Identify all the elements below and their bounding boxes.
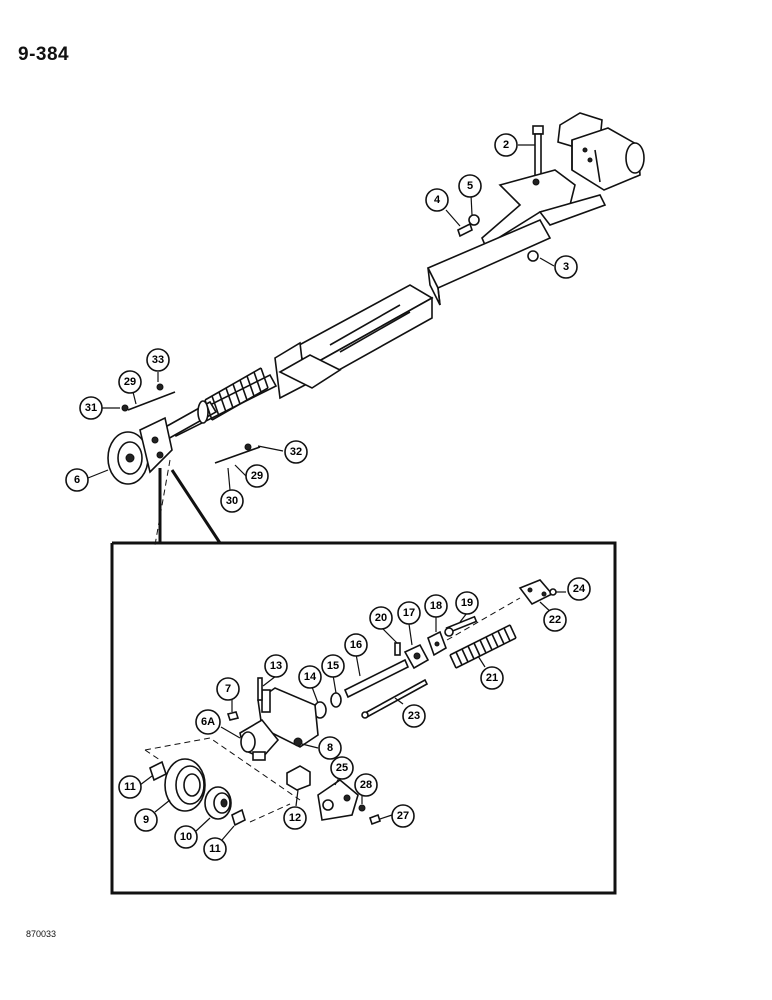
callout-2: 2 <box>494 133 518 157</box>
svg-text:7: 7 <box>225 683 231 695</box>
svg-text:23: 23 <box>408 710 420 722</box>
callout-27: 27 <box>391 804 415 828</box>
yoke-6a <box>239 687 319 761</box>
plate-25 <box>317 778 359 821</box>
callout-11a: 11 <box>118 775 142 799</box>
svg-text:14: 14 <box>304 671 317 683</box>
pulley-yoke-end <box>107 416 173 485</box>
svg-text:3: 3 <box>563 261 569 273</box>
svg-text:29: 29 <box>251 470 263 482</box>
callout-10: 10 <box>174 825 198 849</box>
callout-28: 28 <box>354 773 378 797</box>
svg-text:33: 33 <box>152 354 164 366</box>
callout-8: 8 <box>318 736 342 760</box>
callout-22: 22 <box>543 608 567 632</box>
callout-29a: 29 <box>118 370 142 394</box>
svg-text:19: 19 <box>461 597 473 609</box>
svg-text:15: 15 <box>327 660 339 672</box>
square-tube <box>426 218 552 306</box>
callout-13: 13 <box>264 654 288 678</box>
svg-text:32: 32 <box>290 446 302 458</box>
svg-text:31: 31 <box>85 402 97 414</box>
svg-text:5: 5 <box>467 180 473 192</box>
channel-frame <box>274 284 434 400</box>
svg-text:21: 21 <box>486 672 498 684</box>
svg-text:8: 8 <box>327 742 333 754</box>
svg-text:13: 13 <box>270 660 282 672</box>
detail-inset <box>110 468 617 895</box>
callout-19: 19 <box>455 591 479 615</box>
svg-text:28: 28 <box>360 779 372 791</box>
spring-rod-assembly <box>121 367 278 464</box>
svg-text:30: 30 <box>226 495 238 507</box>
svg-text:9: 9 <box>143 814 149 826</box>
svg-text:11: 11 <box>209 843 221 855</box>
inset-leaders <box>139 591 566 841</box>
upper-assembly <box>87 112 645 546</box>
svg-text:11: 11 <box>124 781 136 793</box>
page-number: 9-384 <box>18 44 70 65</box>
svg-text:29: 29 <box>124 376 136 388</box>
svg-text:6: 6 <box>74 474 80 486</box>
upper-leaders <box>87 144 555 546</box>
callout-3: 3 <box>554 255 578 279</box>
callout-30: 30 <box>220 489 244 513</box>
callout-9: 9 <box>134 808 158 832</box>
callout-24: 24 <box>567 577 591 601</box>
spring <box>204 367 269 421</box>
callout-21: 21 <box>480 666 504 690</box>
callout-6: 6 <box>65 468 89 492</box>
figure-code: 870033 <box>26 929 57 939</box>
callout-25: 25 <box>330 756 354 780</box>
svg-text:27: 27 <box>397 810 409 822</box>
svg-text:12: 12 <box>289 812 301 824</box>
callout-31: 31 <box>79 396 103 420</box>
swivel-fitting <box>557 112 645 191</box>
callout-32: 32 <box>284 440 308 464</box>
mounting-bracket <box>481 169 607 247</box>
callout-6a: 6A <box>195 709 221 735</box>
hardware-upper <box>457 214 539 262</box>
svg-text:6A: 6A <box>201 716 215 728</box>
callout-7: 7 <box>216 677 240 701</box>
callout-4: 4 <box>425 188 449 212</box>
callout-23: 23 <box>402 704 426 728</box>
callout-18: 18 <box>424 594 448 618</box>
spring-21 <box>449 624 517 669</box>
svg-text:17: 17 <box>403 607 415 619</box>
cap-plate <box>518 579 557 606</box>
svg-text:24: 24 <box>573 583 586 595</box>
callout-20: 20 <box>369 606 393 630</box>
svg-text:10: 10 <box>180 831 192 843</box>
svg-text:2: 2 <box>503 139 509 151</box>
svg-text:18: 18 <box>430 600 442 612</box>
svg-text:16: 16 <box>350 639 362 651</box>
callout-16: 16 <box>344 633 368 657</box>
callout-33: 33 <box>146 348 170 372</box>
svg-text:22: 22 <box>549 614 561 626</box>
svg-text:20: 20 <box>375 612 387 624</box>
callout-14: 14 <box>298 665 322 689</box>
callout-17: 17 <box>397 601 421 625</box>
callout-11b: 11 <box>203 837 227 861</box>
callout-29b: 29 <box>245 464 269 488</box>
callout-15: 15 <box>321 654 345 678</box>
svg-text:4: 4 <box>434 194 441 206</box>
svg-text:25: 25 <box>336 762 348 774</box>
callout-12: 12 <box>283 806 307 830</box>
callout-5: 5 <box>458 174 482 198</box>
